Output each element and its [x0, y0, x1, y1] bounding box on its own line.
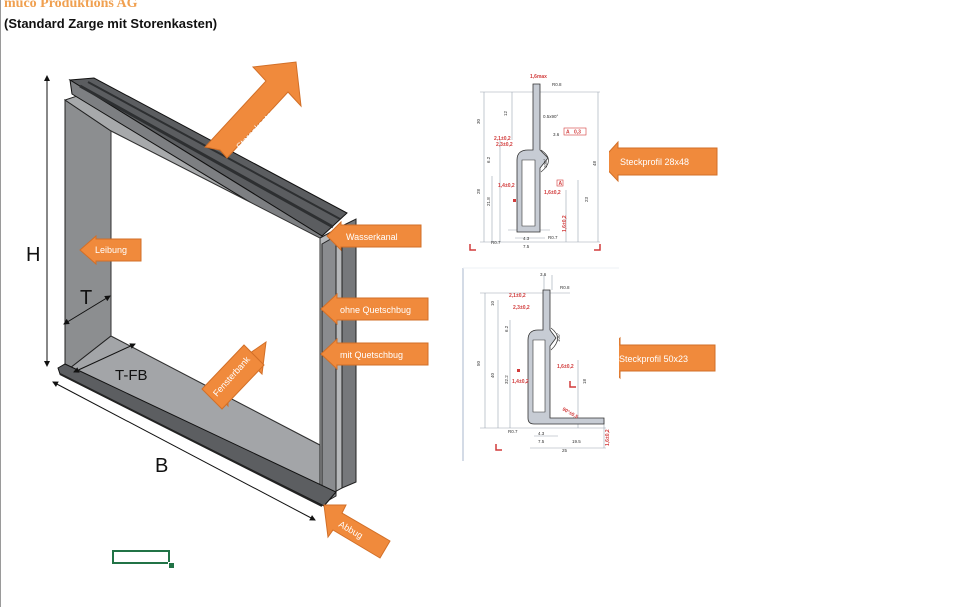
- p1-tolerance-datum: A: [566, 130, 570, 136]
- p1-dim-43: 4.3: [523, 236, 530, 241]
- mit-quetschbug-arrow-icon: [320, 337, 429, 371]
- profile-drawing-50x23: 3.6 R0.8 2,1±0,2 2,3±0,2 10 6.2 50 40 32…: [462, 267, 619, 461]
- depth-label: T: [80, 287, 92, 309]
- fensterbank-arrow-icon: [201, 344, 265, 410]
- ohne-quetschbug-label: ohne Quetschbug: [340, 305, 411, 315]
- p1-thickness-14: 1,4±0,2: [498, 183, 515, 189]
- windowsill-depth-label: T-FB: [115, 367, 148, 384]
- width-dimension-line: [52, 381, 316, 521]
- p2-thickness-16: 1,6±0,2: [557, 364, 574, 370]
- cell-fill-handle[interactable]: [168, 562, 175, 569]
- callout-wasserkanal: Wasserkanal: [326, 220, 422, 252]
- p2-angle: 100°: [556, 332, 561, 342]
- steckprofil-28x48-label: Steckprofil 28x48: [620, 157, 689, 167]
- height-label: H: [26, 244, 40, 266]
- p2-dim-18: 18: [582, 378, 587, 384]
- callout-steckprofil-28x48: Steckprofil 28x48: [599, 140, 718, 183]
- p1-dim-48: 48: [592, 160, 597, 166]
- p2-radius-07: R0.7: [508, 429, 518, 434]
- p2-dim-62: 6.2: [504, 325, 509, 332]
- p1-tolerance-value: 0,3: [574, 130, 581, 136]
- sheet-left-border: [0, 0, 1, 607]
- p1-dim-30: 30: [476, 118, 481, 124]
- p2-thickness-14: 1,4±0,2: [512, 379, 529, 385]
- p1-thickness-23: 2,3±0,2: [496, 142, 513, 148]
- p1-radius-07a: R0.7: [491, 240, 501, 245]
- frame-3d-model: [57, 77, 357, 507]
- dimension-lines: [44, 75, 316, 521]
- p1-dim-36: 3.6: [553, 132, 560, 137]
- windowsill-depth-dimension-line: [73, 343, 136, 373]
- p2-dim-36: 3.6: [540, 272, 547, 277]
- steckprofil-28x48-arrow-icon: [599, 140, 718, 183]
- p1-thickness-21: 2,1±0,2: [494, 136, 511, 142]
- p2-thickness-16b: 1,6±0,2: [605, 429, 611, 446]
- depth-dimension-line: [63, 295, 111, 325]
- p1-dim-75: 7.5: [523, 244, 530, 249]
- steckprofil-50x23-arrow-icon: [601, 336, 716, 380]
- p1-radius-07b: R0.7: [548, 235, 558, 240]
- p1-thickness-max: 1,6max: [530, 74, 547, 80]
- storenkasten-arrow-icon: [204, 61, 302, 159]
- p1-datum-box: A: [559, 181, 563, 187]
- company-name: müco Produktions AG: [4, 0, 138, 11]
- p1-dim-218: 21.8: [486, 197, 491, 206]
- callout-abbug: Abbug: [323, 504, 391, 559]
- ohne-quetschbug-arrow-icon: [320, 292, 429, 326]
- p2-dim-322: 32.2: [504, 375, 509, 384]
- steckprofil-50x23-label: Steckprofil 50x23: [619, 354, 688, 364]
- callout-steckprofil-50x23: Steckprofil 50x23: [601, 336, 716, 380]
- p2-dim-75: 7.5: [538, 439, 545, 444]
- p1-dim-62: 6.2: [486, 156, 491, 163]
- leibung-arrow-icon: [79, 234, 142, 266]
- profile-drawing-28x48: 1,6max R0.8 0.5x90° A 0,3 2,1±0,2 2,3±0,…: [464, 70, 609, 260]
- drawing-subtitle: (Standard Zarge mit Storenkasten): [4, 16, 218, 31]
- callout-mit-quetschbug: mit Quetschbug: [320, 337, 429, 371]
- callout-storenkasten: Storenkasten: [204, 61, 302, 159]
- p2-dim-50: 50: [476, 360, 481, 366]
- leibung-label: Leibung: [95, 245, 127, 255]
- p2-dim-40: 40: [490, 372, 495, 378]
- p1-dim-12: 12: [503, 110, 508, 116]
- mit-quetschbug-label: mit Quetschbug: [340, 350, 403, 360]
- wasserkanal-label: Wasserkanal: [346, 232, 398, 242]
- p2-dim-10: 10: [490, 300, 495, 306]
- p2-dim-25: 25: [562, 448, 568, 453]
- p1-chamfer: 0.5x90°: [543, 114, 559, 119]
- p1-angle: 100°: [543, 158, 548, 168]
- p1-thickness-16b: 1,6±0,2: [562, 215, 568, 232]
- callout-leibung: Leibung: [79, 234, 142, 266]
- p2-thickness-21: 2,1±0,2: [509, 293, 526, 299]
- p2-radius-08: R0.8: [560, 285, 570, 290]
- p1-dim-28: 28: [476, 188, 481, 194]
- p2-dim-43: 4.3: [538, 431, 545, 436]
- p1-radius-08: R0.8: [552, 82, 562, 87]
- abbug-arrow-icon: [323, 504, 391, 559]
- selected-cell[interactable]: [112, 550, 170, 564]
- callout-ohne-quetschbug: ohne Quetschbug: [320, 292, 429, 326]
- p2-thickness-23: 2,3±0,2: [513, 305, 530, 311]
- wasserkanal-arrow-icon: [326, 220, 422, 252]
- p1-thickness-16: 1,6±0,2: [544, 190, 561, 196]
- p1-dim-23: 23: [584, 196, 589, 202]
- p2-dim-195: 19.5: [572, 439, 581, 444]
- width-label: B: [155, 455, 168, 477]
